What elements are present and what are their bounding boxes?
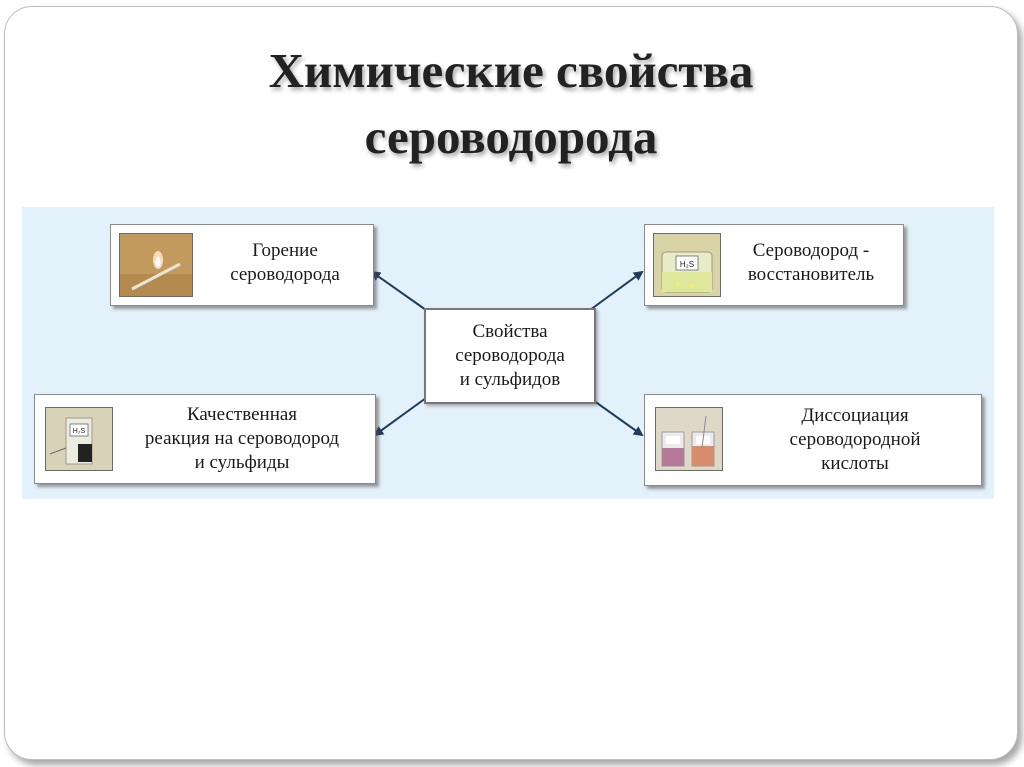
node-reducer: H₂S Сероводород - восстановитель [644,224,904,306]
combustion-label: Горение сероводорода [203,239,367,287]
qualitative-thumb-label: H₂S [73,428,86,435]
dissociation-label: Диссоциация сероводородной кислоты [745,404,965,476]
center-node-line-3: и сульфидов [459,369,561,390]
properties-diagram: Свойства сероводорода и сульфидов Горени… [22,207,994,499]
qualitative-label-line-3: и сульфиды [194,452,290,473]
qualitative-photo: H₂S [45,407,113,471]
dissociation-label-line-2: сероводородной [789,429,921,450]
center-node-line-2: сероводорода [455,345,565,366]
node-dissociation: Диссоциация сероводородной кислоты [644,394,982,486]
arrow-to-qualitative [373,397,427,437]
dissociation-label-line-3: кислоты [821,453,889,474]
arrow-to-reducer [589,270,644,311]
arrow-to-dissociation [589,397,644,437]
qualitative-label: Качественная реакция на сероводород и су… [115,403,369,475]
reducer-thumb-label: H₂S [680,260,694,269]
diagram-arrows [370,270,644,437]
center-node-line-1: Свойства [472,321,548,342]
slide-title-line-2: сероводорода [364,109,658,164]
combustion-label-line-1: Горение [252,240,318,261]
qualitative-label-line-1: Качественная [186,404,298,425]
node-qualitative: H₂S Качественная реакция на сероводород … [34,394,376,484]
reducer-label: Сероводород - восстановитель [725,239,897,287]
center-node: Свойства сероводорода и сульфидов [424,308,596,404]
reducer-label-line-1: Сероводород - [752,240,870,261]
slide-title-line-1: Химические свойства [268,43,754,98]
combustion-photo [119,233,193,297]
dissociation-photo [655,407,723,471]
dissociation-label-line-1: Диссоциация [801,405,909,426]
arrow-to-combustion [370,270,427,311]
node-combustion: Горение сероводорода [110,224,374,306]
reducer-label-line-2: восстановитель [747,264,875,285]
reducer-photo: H₂S [653,233,721,297]
qualitative-label-line-2: реакция на сероводород [144,428,340,449]
combustion-label-line-2: сероводорода [230,264,340,285]
